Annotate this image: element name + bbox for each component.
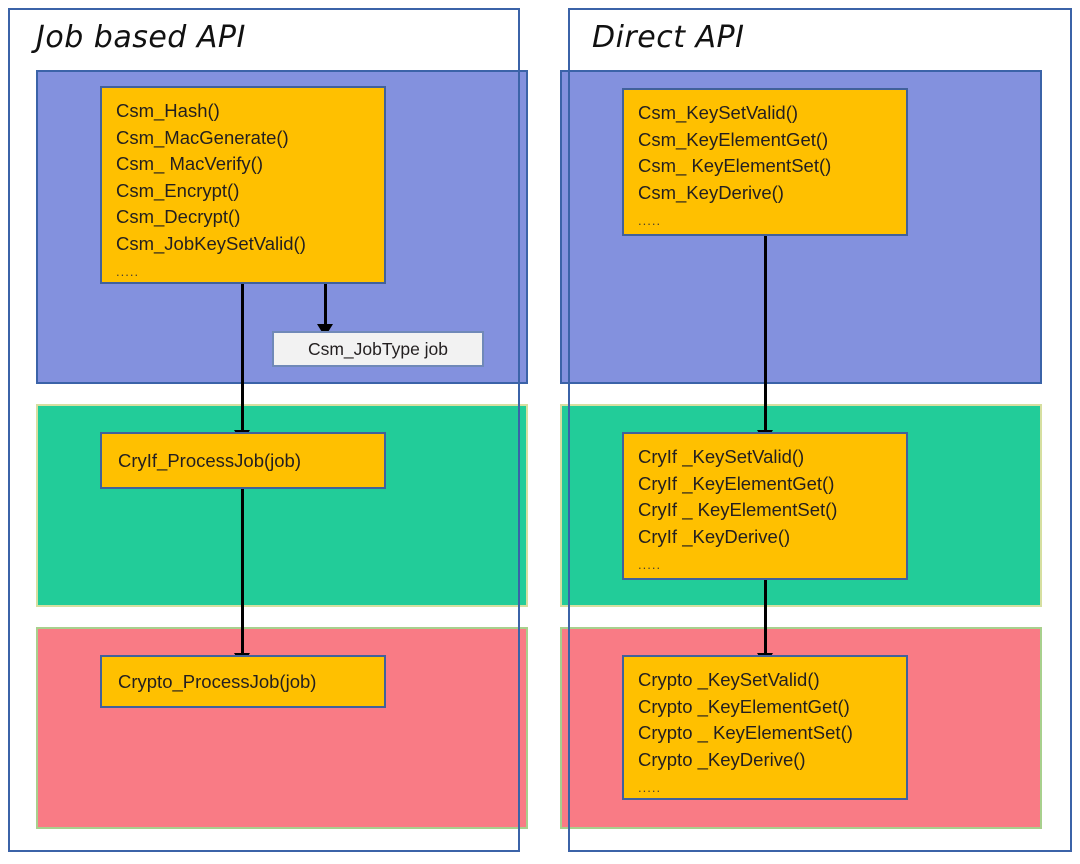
connector-csm-to-cryif-direct	[764, 236, 767, 434]
column-frame-direct-api	[568, 8, 1072, 852]
box-crypto-direct-functions[interactable]: Crypto _KeySetValid() Crypto _KeyElement…	[622, 655, 908, 800]
box-label: Csm_JobType job	[307, 338, 449, 359]
function-line: Csm_KeyElementGet()	[638, 128, 829, 150]
function-line: CryIf _KeySetValid()	[638, 446, 805, 467]
column-title-direct-api: Direct API	[592, 20, 745, 55]
box-crypto-processjob[interactable]: Crypto_ProcessJob(job)	[100, 655, 386, 708]
box-label: CryIf_ProcessJob(job)	[118, 449, 302, 471]
function-line: Csm_ MacVerify()	[116, 153, 263, 174]
connector-csm-to-jobtype	[324, 284, 327, 328]
function-line: Crypto _KeySetValid()	[638, 669, 820, 690]
connector-cryif-to-crypto-direct	[764, 580, 767, 657]
function-line: Csm_Hash()	[116, 100, 220, 121]
function-line: Csm_KeySetValid()	[638, 102, 799, 123]
function-line: CryIf _KeyElementGet()	[638, 472, 835, 494]
connector-csm-to-cryif-job	[241, 284, 244, 434]
function-line: Csm_Decrypt()	[116, 206, 241, 227]
box-csm-jobtype[interactable]: Csm_JobType job	[272, 331, 484, 367]
function-line: Crypto _KeyDerive()	[638, 748, 806, 770]
ellipsis-marker: .....	[638, 780, 662, 795]
box-cryif-direct-functions[interactable]: CryIf _KeySetValid() CryIf _KeyElementGe…	[622, 432, 908, 580]
function-line: Csm_MacGenerate()	[116, 126, 289, 148]
function-line: CryIf _ KeyElementSet()	[638, 499, 838, 520]
box-csm-direct-functions[interactable]: Csm_KeySetValid() Csm_KeyElementGet() Cs…	[622, 88, 908, 236]
function-line: CryIf _KeyDerive()	[638, 525, 791, 547]
function-line: Crypto _KeyElementGet()	[638, 695, 850, 717]
ellipsis-marker: .....	[638, 557, 662, 572]
box-label: Crypto_ProcessJob(job)	[118, 670, 317, 692]
function-line: Csm_KeyDerive()	[638, 181, 784, 203]
ellipsis-marker: .....	[116, 264, 140, 279]
ellipsis-marker: .....	[638, 213, 662, 228]
column-title-job-based-api: Job based API	[36, 20, 246, 55]
function-line: Csm_Encrypt()	[116, 179, 240, 201]
column-frame-job-based-api	[8, 8, 520, 852]
connector-cryif-to-crypto-job	[241, 489, 244, 657]
box-cryif-processjob[interactable]: CryIf_ProcessJob(job)	[100, 432, 386, 489]
function-line: Crypto _ KeyElementSet()	[638, 722, 853, 743]
box-csm-job-functions[interactable]: Csm_Hash() Csm_MacGenerate() Csm_ MacVer…	[100, 86, 386, 284]
function-line: Csm_JobKeySetValid()	[116, 232, 306, 254]
function-line: Csm_ KeyElementSet()	[638, 155, 832, 176]
